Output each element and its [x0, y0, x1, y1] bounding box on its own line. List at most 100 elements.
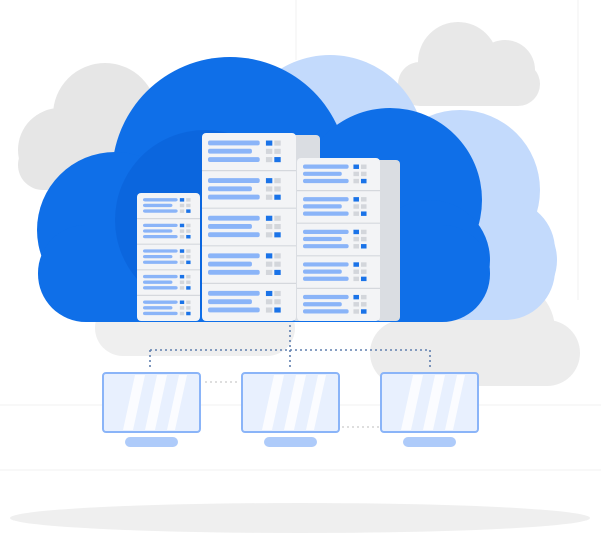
indicator-bar	[303, 211, 349, 216]
status-light	[186, 249, 191, 253]
indicator-bar	[303, 302, 342, 307]
server-unit	[297, 287, 380, 314]
status-light	[179, 229, 185, 233]
server-unit	[202, 282, 296, 313]
status-light	[360, 197, 367, 202]
indicator-bar	[208, 307, 260, 313]
indicator-bar	[303, 294, 349, 300]
status-light	[274, 157, 281, 163]
indicator-bar	[303, 229, 349, 234]
status-light	[265, 307, 273, 313]
server-unit	[202, 245, 296, 275]
indicator-bar	[303, 262, 349, 267]
server-unit	[303, 164, 367, 184]
status-light	[265, 157, 273, 163]
status-light	[360, 294, 367, 300]
status-light	[360, 229, 367, 235]
status-light	[274, 290, 281, 297]
status-light	[179, 254, 185, 259]
status-light	[360, 276, 367, 282]
server-unit	[137, 294, 200, 316]
status-light	[265, 269, 273, 275]
indicator-bar	[143, 286, 178, 290]
status-light	[265, 232, 273, 238]
indicator-bar	[303, 178, 349, 184]
status-light	[353, 211, 359, 216]
status-light	[265, 253, 273, 259]
status-light	[353, 204, 359, 209]
indicator-bar	[143, 234, 178, 239]
status-light	[265, 140, 273, 146]
status-light	[360, 302, 367, 307]
screen-glare	[167, 375, 187, 430]
status-light	[265, 186, 273, 192]
server-unit	[137, 218, 200, 239]
server-rack	[137, 193, 200, 321]
faint-connectors	[205, 381, 380, 428]
status-light	[360, 171, 367, 177]
status-light	[265, 215, 273, 221]
status-light	[353, 178, 359, 184]
screen-glare	[145, 375, 167, 430]
indicator-bar	[143, 249, 178, 253]
indicator-bar	[143, 203, 173, 208]
status-light	[274, 307, 281, 313]
monitor-left	[102, 372, 201, 447]
status-light	[186, 254, 191, 259]
status-light	[179, 311, 185, 316]
status-light	[179, 209, 185, 213]
indicator-bar	[208, 194, 260, 200]
status-light	[179, 223, 185, 228]
indicator-bar	[208, 290, 260, 296]
status-light	[360, 204, 367, 209]
status-light	[186, 198, 191, 202]
status-light	[353, 276, 359, 282]
indicator-bar	[208, 269, 260, 275]
server-racks	[137, 133, 400, 321]
status-light	[274, 178, 281, 184]
status-light	[353, 171, 359, 177]
status-light	[179, 286, 185, 290]
server-unit	[202, 170, 296, 200]
status-light	[360, 269, 367, 274]
status-light	[186, 280, 191, 285]
rack-side	[376, 160, 400, 321]
status-light	[274, 253, 281, 259]
indicator-bar	[143, 311, 178, 316]
status-light	[265, 178, 273, 184]
status-light	[179, 300, 185, 305]
status-light	[186, 311, 191, 316]
indicator-bar	[143, 280, 173, 284]
status-light	[274, 223, 281, 230]
status-light	[353, 269, 359, 274]
indicator-bar	[208, 261, 252, 267]
status-light	[360, 164, 367, 169]
status-light	[360, 262, 367, 267]
status-light	[353, 309, 359, 314]
status-light	[353, 302, 359, 307]
indicator-bar	[208, 232, 260, 238]
status-light	[179, 274, 185, 279]
status-light	[360, 211, 367, 216]
indicator-bar	[303, 197, 349, 202]
server-unit	[137, 269, 200, 290]
grey-cloud-top-right	[398, 22, 540, 106]
status-light	[353, 229, 359, 235]
monitor-stand	[125, 437, 178, 447]
indicator-bar	[208, 186, 252, 192]
server-unit	[208, 140, 281, 163]
indicator-bar	[143, 254, 173, 259]
indicator-bar	[208, 148, 252, 154]
server-unit	[297, 190, 380, 216]
status-light	[265, 290, 273, 297]
monitor-center	[241, 372, 340, 447]
screen-glare	[401, 375, 423, 430]
indicator-bar	[143, 260, 178, 264]
client-monitors	[102, 372, 479, 447]
indicator-bar	[143, 229, 173, 233]
status-light	[274, 148, 281, 154]
status-light	[274, 215, 281, 221]
indicator-bar	[143, 223, 178, 228]
status-light	[353, 294, 359, 300]
